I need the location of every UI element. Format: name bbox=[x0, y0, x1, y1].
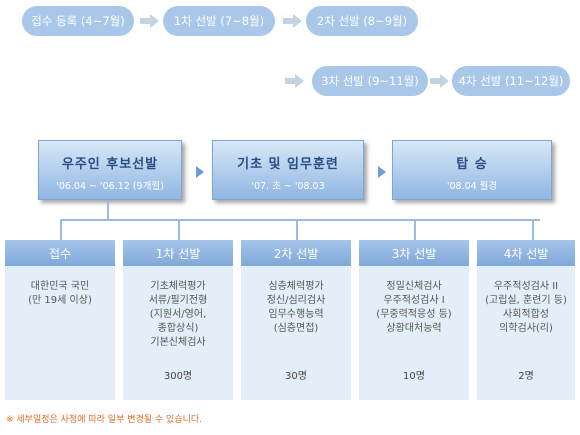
timeline-pill-stage1: 1차 선발 (7~8월) bbox=[163, 6, 275, 36]
column-line: 심층체력평가 bbox=[268, 281, 324, 292]
selection-count: 10명 bbox=[403, 371, 425, 382]
column-line: 대한민국 국민 bbox=[30, 281, 90, 292]
column-line: (지원서/영어, bbox=[149, 309, 207, 320]
stage-period: '08.04 월경 bbox=[446, 181, 498, 192]
timeline-pill-stage4: 4차 선발 (11~12월) bbox=[452, 66, 570, 96]
column-head-stage4: 4차 선발 bbox=[477, 240, 575, 266]
selection-count: 300명 bbox=[163, 371, 193, 382]
column-line: 우주적성검사 I bbox=[383, 295, 445, 306]
arrow-right-icon bbox=[430, 74, 450, 88]
stage-training: 기초 및 임무훈련 '07. 초 ~ '08.03 bbox=[212, 140, 364, 200]
column-line: (심층면접) bbox=[273, 323, 319, 334]
column-line: 의학검사(리) bbox=[499, 323, 553, 334]
footnote: ※ 세부일정은 사정에 따라 일부 변경될 수 있습니다. bbox=[6, 415, 203, 425]
stage-title: 기초 및 임무훈련 bbox=[237, 157, 339, 172]
column-line: (무중력적응성 등) bbox=[376, 309, 452, 320]
selection-count: 30명 bbox=[285, 371, 307, 382]
stage-period: '06.04 ~ '06.12 (9개월) bbox=[56, 181, 164, 192]
timeline-pill-registration: 접수 등록 (4~7월) bbox=[22, 6, 134, 36]
column-line: 서류/필기전형 bbox=[148, 295, 208, 306]
connector-line bbox=[296, 219, 298, 240]
triangle-right-icon bbox=[116, 246, 123, 258]
stage-title: 탑 승 bbox=[456, 157, 488, 172]
column-line: 정밀신체검사 bbox=[386, 281, 442, 292]
stage-boarding: 탑 승 '08.04 월경 bbox=[392, 140, 552, 200]
column-line: 정신/심리검사 bbox=[266, 295, 326, 306]
column-body-stage2: 심층체력평가 정신/심리검사 임무수행능력 (심층면접) 30명 bbox=[241, 266, 351, 400]
column-head-stage3: 3차 선발 bbox=[359, 240, 469, 266]
column-head-stage2: 2차 선발 bbox=[241, 240, 351, 266]
arrow-right-icon bbox=[140, 14, 160, 28]
selection-count: 2명 bbox=[518, 371, 534, 382]
arrow-right-icon bbox=[283, 14, 303, 28]
column-line: (고립실, 훈련기 등) bbox=[485, 295, 567, 306]
column-line: 기본신체검사 bbox=[150, 337, 206, 348]
triangle-right-icon bbox=[352, 246, 359, 258]
timeline-pill-stage2: 2차 선발 (8~9월) bbox=[306, 6, 418, 36]
connector-line bbox=[178, 219, 180, 240]
triangle-right-icon bbox=[234, 246, 241, 258]
timeline-pill-stage3: 3차 선발 (9~11월) bbox=[312, 66, 428, 96]
column-line: 우주적성검사 II bbox=[493, 281, 559, 292]
triangle-right-icon bbox=[196, 166, 204, 178]
column-line: 상황대처능력 bbox=[386, 323, 442, 334]
stage-candidate-selection: 우주인 후보선발 '06.04 ~ '06.12 (9개월) bbox=[38, 140, 182, 200]
connector-line bbox=[60, 219, 62, 240]
column-body-stage1: 기초체력평가 서류/필기전형 (지원서/영어, 종합상식) 기본신체검사 300… bbox=[123, 266, 233, 400]
column-line: 사회적합성 bbox=[503, 309, 549, 320]
connector-line bbox=[532, 219, 534, 240]
column-body-registration: 대한민국 국민 (만 19세 이상) bbox=[5, 266, 115, 400]
column-line: 임무수행능력 bbox=[268, 309, 324, 320]
column-line: (만 19세 이상) bbox=[28, 295, 92, 306]
triangle-right-icon bbox=[470, 246, 477, 258]
stage-period: '07. 초 ~ '08.03 bbox=[251, 181, 325, 192]
column-body-stage4: 우주적성검사 II (고립실, 훈련기 등) 사회적합성 의학검사(리) 2명 bbox=[477, 266, 575, 400]
arrow-right-icon bbox=[285, 74, 305, 88]
stage-title: 우주인 후보선발 bbox=[61, 157, 159, 172]
connector-line bbox=[60, 219, 540, 221]
column-line: 기초체력평가 bbox=[150, 281, 206, 292]
connector-line bbox=[414, 219, 416, 240]
column-head-registration: 접수 bbox=[5, 240, 115, 266]
column-line: 종합상식) bbox=[157, 323, 199, 334]
connector-line bbox=[107, 201, 109, 220]
column-body-stage3: 정밀신체검사 우주적성검사 I (무중력적응성 등) 상황대처능력 10명 bbox=[359, 266, 469, 400]
triangle-right-icon bbox=[378, 166, 386, 178]
column-head-stage1: 1차 선발 bbox=[123, 240, 233, 266]
